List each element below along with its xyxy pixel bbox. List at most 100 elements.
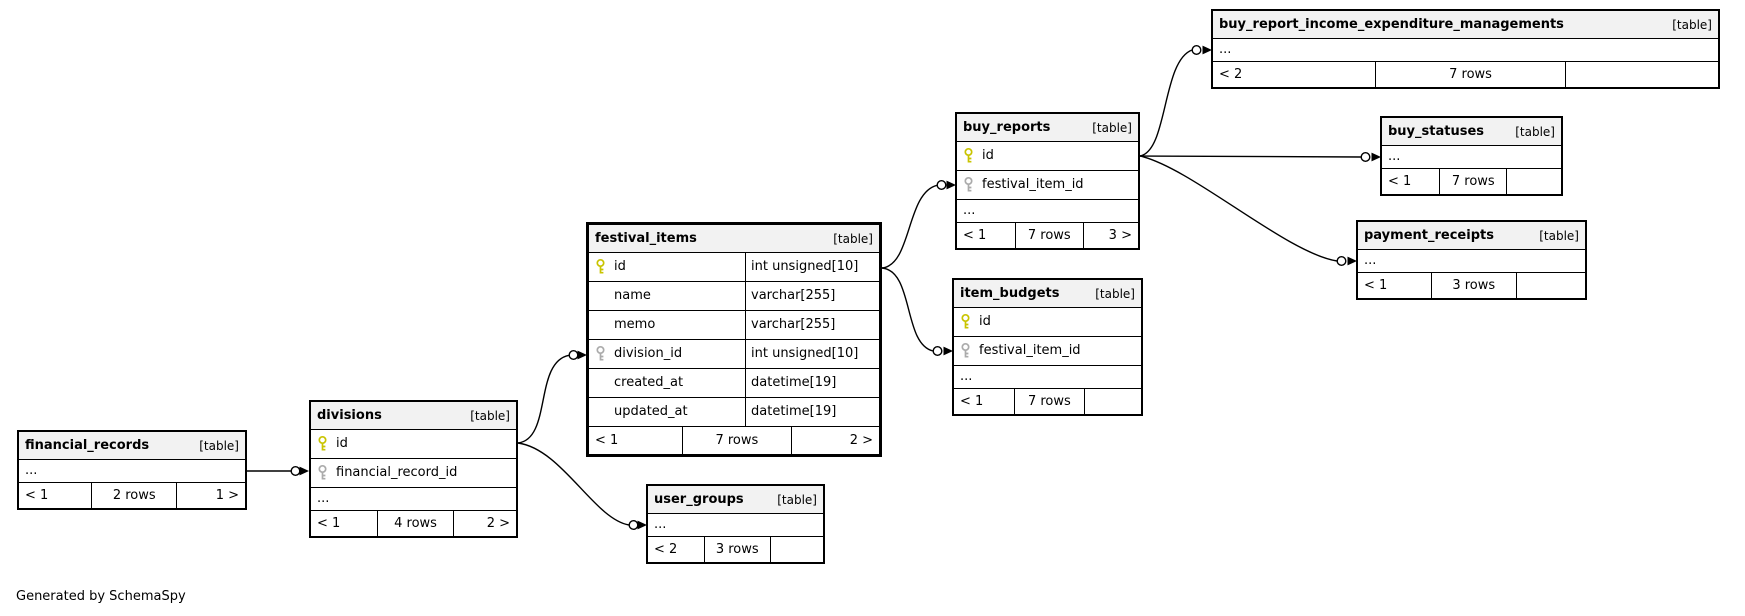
relationship-buy_reports-buy_statuses [1139, 151, 1381, 162]
footer-next [1507, 169, 1561, 194]
table-header: buy_statuses [table] [1382, 118, 1561, 146]
ellipsis-row: ... [1213, 39, 1718, 62]
ellipsis-row: ... [311, 488, 516, 511]
column-name: id [979, 314, 991, 329]
column-row: id [311, 430, 516, 459]
table-buy_statuses[interactable]: buy_statuses [table] ... < 1 7 rows [1380, 116, 1563, 196]
footer-rowcount: 7 rows [681, 427, 792, 454]
table-footer: < 1 7 rows [1382, 169, 1561, 194]
table-name[interactable]: payment_receipts [1364, 228, 1494, 243]
column-row: memo varchar[255] [589, 311, 879, 340]
table-header: financial_records [table] [19, 432, 245, 460]
footer-prev: < 1 [963, 228, 987, 243]
footer-next: 2 > [486, 516, 510, 531]
footer-rowcount: 7 rows [1374, 62, 1567, 87]
table-header: festival_items [table] [589, 225, 879, 253]
table-footer: < 2 7 rows [1213, 62, 1718, 87]
primary-key-icon [596, 258, 605, 274]
column-row: updated_at datetime[19] [589, 398, 879, 427]
table-tag: [table] [1672, 17, 1712, 32]
footer-prev: < 2 [1219, 67, 1243, 82]
table-header: payment_receipts [table] [1358, 222, 1585, 250]
column-type: varchar[255] [745, 311, 879, 339]
column-name: name [614, 288, 651, 303]
footer-rowcount: 4 rows [376, 511, 455, 536]
foreign-key-icon [596, 345, 605, 361]
relationship-divisions-festival_items [517, 350, 587, 444]
table-name[interactable]: user_groups [654, 492, 744, 507]
relationship-festival_items-item_budgets [881, 267, 953, 357]
column-name: festival_item_id [979, 343, 1081, 358]
column-row: festival_item_id [954, 337, 1141, 366]
table-name[interactable]: buy_reports [963, 120, 1051, 135]
table-buy_report_income_expenditure_managements[interactable]: buy_report_income_expenditure_management… [1211, 9, 1720, 89]
table-festival_items[interactable]: festival_items [table] id int unsigned[1… [586, 222, 882, 457]
footer-next: 2 > [849, 433, 873, 448]
table-divisions[interactable]: divisions [table] id financial_record_id… [309, 400, 518, 538]
foreign-key-icon [318, 464, 327, 480]
table-header: divisions [table] [311, 402, 516, 430]
generator-note: Generated by SchemaSpy [16, 589, 186, 604]
table-item_budgets[interactable]: item_budgets [table] id festival_item_id… [952, 278, 1143, 416]
ellipsis-row: ... [19, 460, 245, 483]
table-tag: [table] [470, 408, 510, 423]
ellipsis-row: ... [648, 514, 823, 537]
footer-next [1085, 389, 1141, 414]
column-row: id [954, 308, 1141, 337]
table-footer: < 2 3 rows [648, 537, 823, 562]
table-tag: [table] [1539, 228, 1579, 243]
column-name: created_at [614, 375, 684, 390]
foreign-key-icon [964, 176, 973, 192]
table-name[interactable]: item_budgets [960, 286, 1060, 301]
footer-rowcount: 7 rows [1014, 223, 1084, 248]
table-user_groups[interactable]: user_groups [table] ... < 2 3 rows [646, 484, 825, 564]
table-buy_reports[interactable]: buy_reports [table] id festival_item_id … [955, 112, 1140, 250]
ellipsis-row: ... [954, 366, 1141, 389]
column-row: financial_record_id [311, 459, 516, 488]
footer-rowcount: 7 rows [1439, 169, 1508, 194]
table-tag: [table] [833, 231, 873, 246]
footer-next: 1 > [215, 488, 239, 503]
primary-key-icon [961, 313, 970, 329]
column-type: varchar[255] [745, 282, 879, 310]
footer-prev: < 1 [1388, 174, 1412, 189]
ellipsis-row: ... [1358, 250, 1585, 273]
column-name: id [336, 436, 348, 451]
footer-prev: < 1 [25, 488, 49, 503]
footer-next [1517, 273, 1585, 298]
relationship-festival_items-buy_reports [881, 179, 956, 269]
table-financial_records[interactable]: financial_records [table] ... < 1 2 rows… [17, 430, 247, 510]
footer-next [771, 537, 824, 562]
column-name: division_id [614, 346, 683, 361]
footer-rowcount: 2 rows [91, 483, 178, 508]
column-row: id int unsigned[10] [589, 253, 879, 282]
column-name: festival_item_id [982, 177, 1084, 192]
relationship-buy_reports-buy_report_income_expenditure_managements [1139, 45, 1212, 157]
column-row: id [957, 142, 1138, 171]
relationship-buy_reports-payment_receipts [1139, 155, 1357, 267]
table-name[interactable]: buy_report_income_expenditure_management… [1219, 17, 1564, 32]
table-name[interactable]: festival_items [595, 231, 697, 246]
table-payment_receipts[interactable]: payment_receipts [table] ... < 1 3 rows [1356, 220, 1587, 300]
ellipsis-row: ... [957, 200, 1138, 223]
table-name[interactable]: divisions [317, 408, 382, 423]
column-type: datetime[19] [745, 369, 879, 397]
table-tag: [table] [1092, 120, 1132, 135]
column-row: name varchar[255] [589, 282, 879, 311]
column-name: financial_record_id [336, 465, 458, 480]
table-name[interactable]: buy_statuses [1388, 124, 1485, 139]
footer-rowcount: 3 rows [704, 537, 771, 562]
column-type: datetime[19] [745, 398, 879, 426]
table-header: user_groups [table] [648, 486, 823, 514]
footer-prev: < 1 [960, 394, 984, 409]
table-tag: [table] [777, 492, 817, 507]
table-footer: < 1 7 rows 3 > [957, 223, 1138, 248]
column-name: updated_at [614, 404, 688, 419]
footer-next [1566, 62, 1718, 87]
column-row: division_id int unsigned[10] [589, 340, 879, 369]
primary-key-icon [964, 147, 973, 163]
primary-key-icon [318, 435, 327, 451]
table-name[interactable]: financial_records [25, 438, 150, 453]
column-name: id [614, 259, 626, 274]
